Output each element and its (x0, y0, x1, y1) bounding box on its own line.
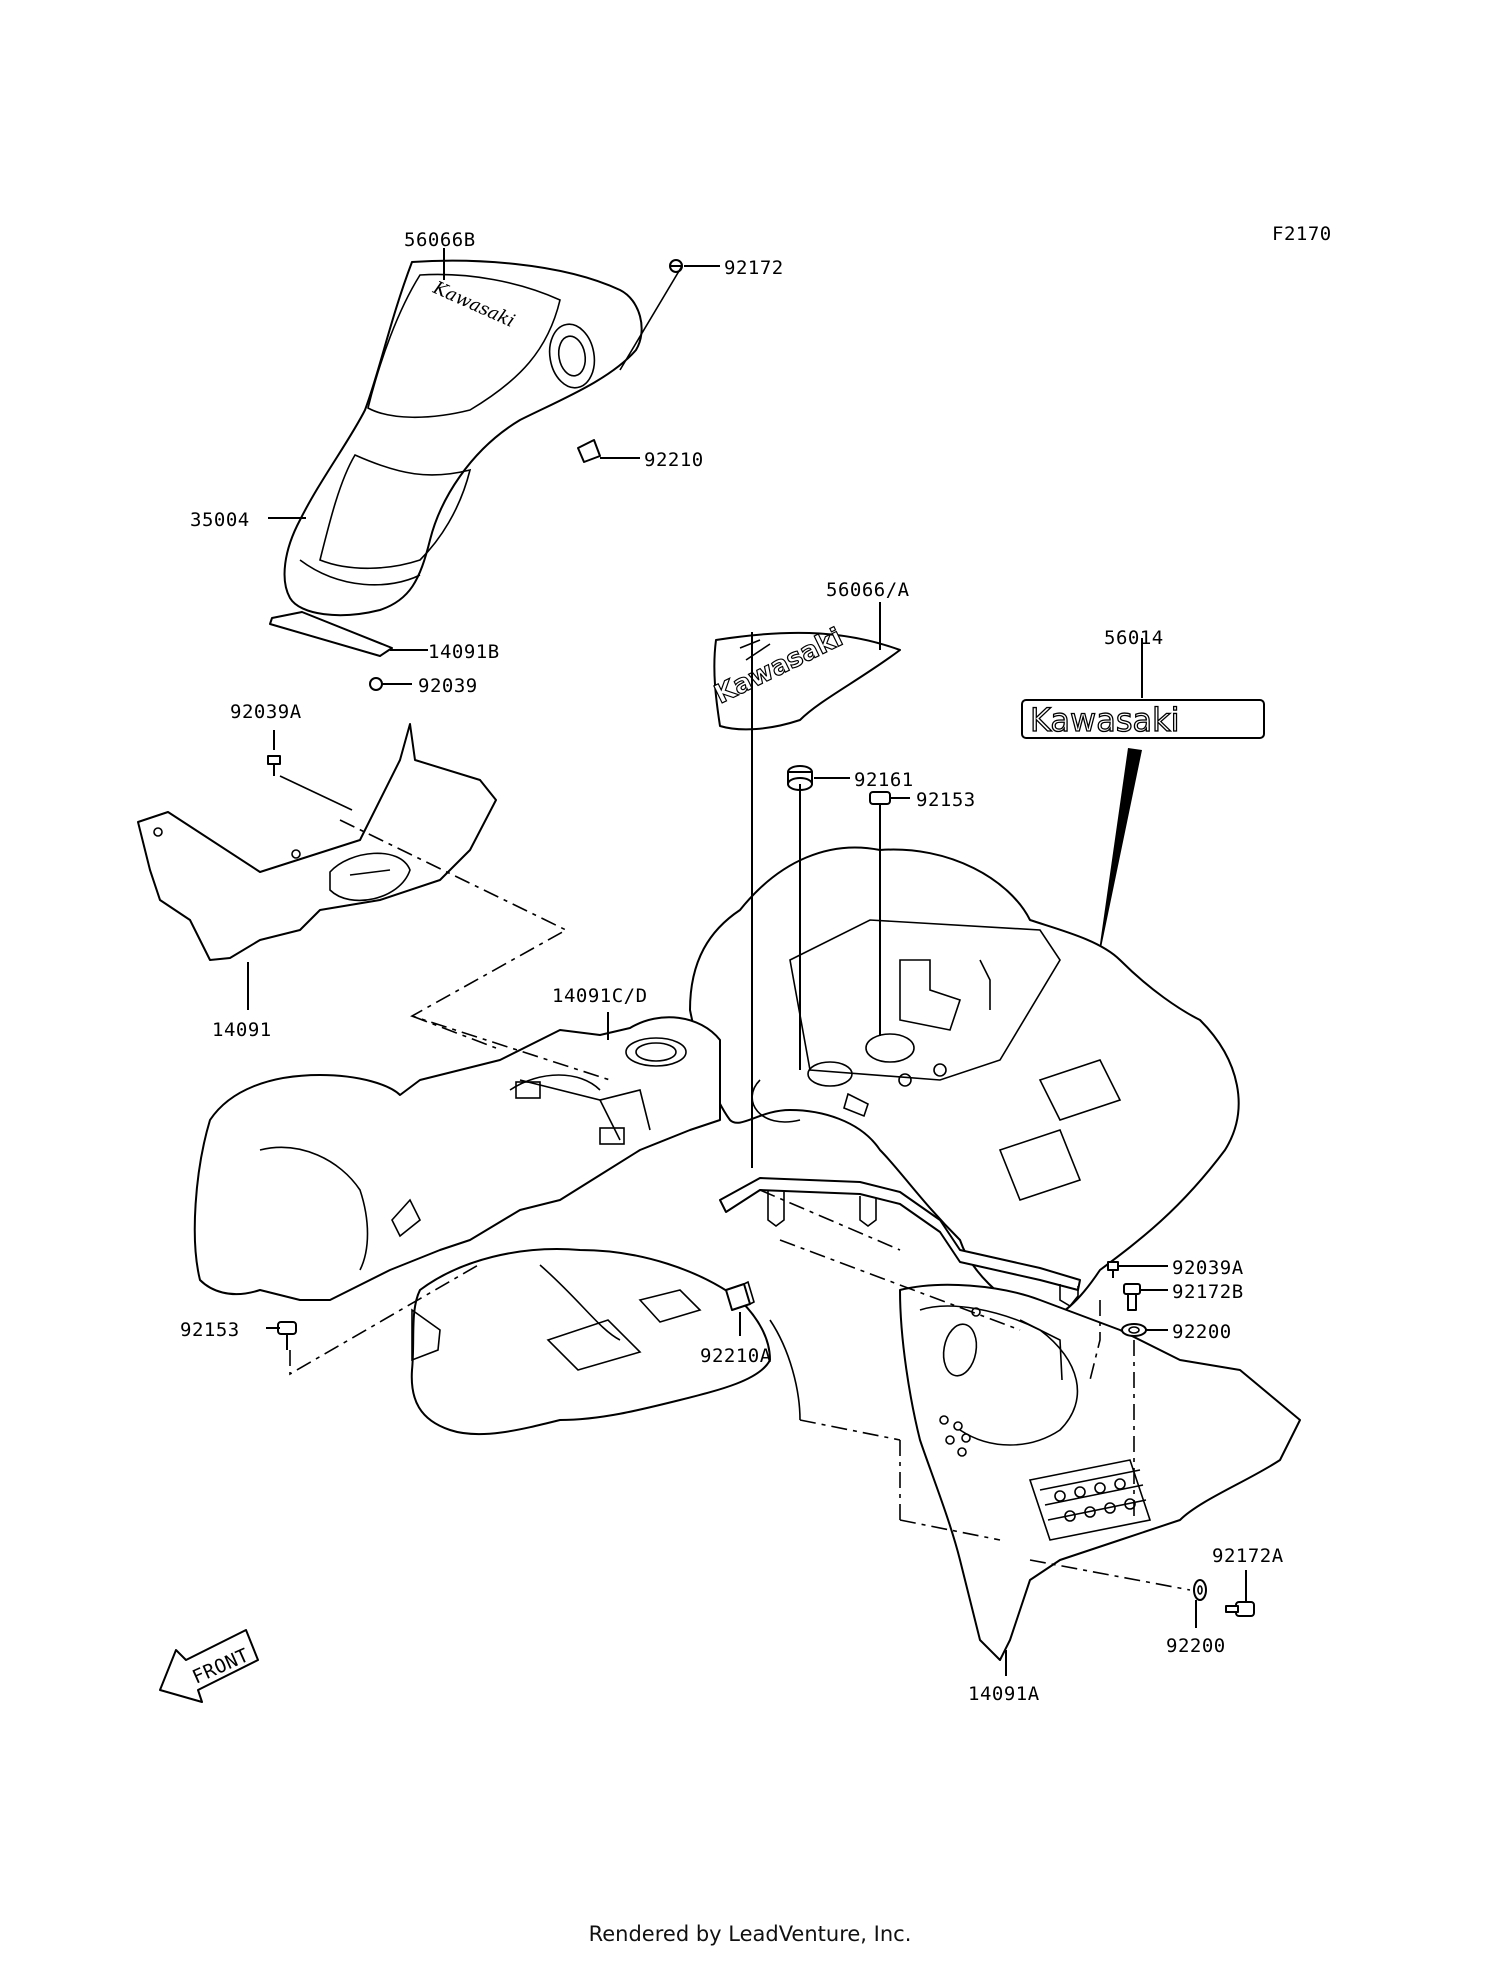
label-92200[interactable]: 92200 (1172, 1321, 1232, 1343)
assembly-guide-lines (289, 819, 1191, 1591)
front-fender-frame[interactable] (193, 1016, 721, 1301)
nut-92210A-icon (725, 1280, 755, 1311)
screw-92039A-lower-icon (1107, 1261, 1119, 1278)
front-inner-panel-14091[interactable] (137, 723, 497, 961)
clip-92039-icon (369, 677, 383, 691)
label-92172[interactable]: 92172 (724, 257, 784, 279)
label-92210[interactable]: 92210 (644, 449, 704, 471)
label-14091CD[interactable]: 14091C/D (552, 985, 648, 1007)
front-cover-35004[interactable]: Kawasaki (283, 259, 643, 617)
figure-code: F2170 (1272, 223, 1332, 245)
label-56014[interactable]: 56014 (1104, 627, 1164, 649)
label-92039[interactable]: 92039 (418, 675, 478, 697)
label-92153-lower[interactable]: 92153 (180, 1319, 240, 1341)
label-92172B[interactable]: 92172B (1172, 1281, 1244, 1303)
rear-fender-14091CD[interactable] (689, 846, 1240, 1321)
leader-lines (247, 248, 1247, 1676)
emblem-56014-text: Kawasaki (1030, 701, 1180, 739)
clip-92210-icon (577, 439, 601, 463)
label-92210A[interactable]: 92210A (700, 1345, 772, 1367)
bolt-92153-icon (869, 791, 891, 818)
label-92039A-lower[interactable]: 92039A (1172, 1257, 1244, 1279)
rear-support-bar[interactable] (719, 1177, 1081, 1308)
emblem-56014[interactable]: Kawasaki (1021, 699, 1265, 972)
footer-credit: Rendered by LeadVenture, Inc. (588, 1922, 912, 1946)
label-35004[interactable]: 35004 (190, 509, 250, 531)
label-14091[interactable]: 14091 (212, 1019, 272, 1041)
label-56066A[interactable]: 56066/A (826, 579, 910, 601)
part-labels: 56066B 92172 92210 35004 14091B 92039 92… (180, 229, 1284, 1705)
footrest-panel-14091A[interactable] (899, 1283, 1301, 1661)
washer-92200-lower-icon (1193, 1579, 1207, 1601)
label-92039A[interactable]: 92039A (230, 701, 302, 723)
label-92172A[interactable]: 92172A (1212, 1545, 1284, 1567)
label-14091A[interactable]: 14091A (968, 1683, 1040, 1705)
screw-92039A-icon (267, 755, 281, 776)
bolt-92172A-icon (1225, 1601, 1255, 1617)
front-direction-arrow-icon: FRONT (159, 1629, 259, 1703)
left-front-fender[interactable] (410, 1248, 801, 1436)
label-56066B[interactable]: 56066B (404, 229, 476, 251)
label-14091B[interactable]: 14091B (428, 641, 500, 663)
cover-strip-14091B[interactable] (269, 611, 393, 657)
decal-56066A[interactable]: Kawasaki (709, 622, 901, 731)
washer-92200-icon (1121, 1323, 1147, 1337)
bolt-92172B-icon (1123, 1283, 1141, 1311)
label-92153[interactable]: 92153 (916, 789, 976, 811)
label-92200-lower[interactable]: 92200 (1166, 1635, 1226, 1657)
label-92161[interactable]: 92161 (854, 769, 914, 791)
grommet-92161-icon (787, 765, 813, 791)
bolt-92153-lower-icon (277, 1321, 297, 1350)
